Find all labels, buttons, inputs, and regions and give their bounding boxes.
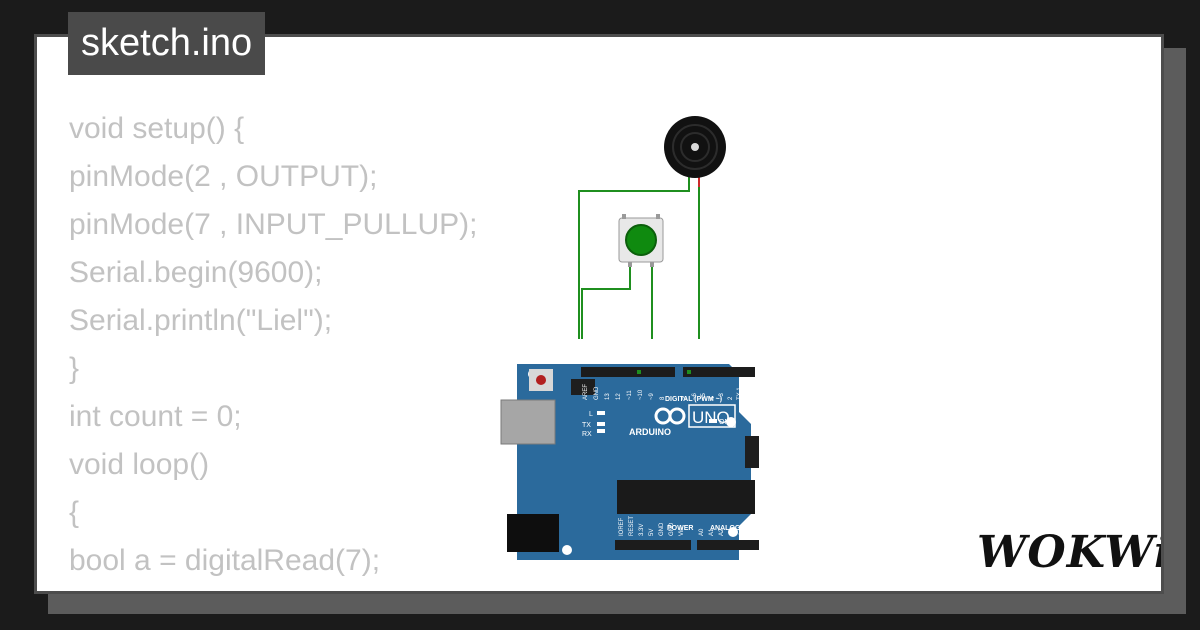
code-line: Serial.begin(9600); [69, 256, 323, 289]
pin-7 [637, 370, 641, 374]
analog-label: ANALOG IN [710, 525, 749, 532]
pushbutton[interactable] [618, 214, 664, 267]
power-pin-label: RESET [629, 516, 635, 536]
uno-label: UNO [692, 408, 730, 427]
power-jack [507, 514, 559, 552]
analog-pin-label: A4 [739, 528, 745, 536]
pin-label: ~10 [638, 389, 644, 400]
wires [578, 177, 700, 339]
code-line: pinMode(2 , OUTPUT); [69, 160, 378, 193]
power-label: POWER [667, 525, 693, 532]
usb-port [500, 399, 556, 445]
wire-button-gnd [581, 259, 631, 339]
power-pin-label: 3.3V [639, 524, 645, 536]
code-line: { [69, 496, 80, 529]
project-card: void setup() { pinMode(2 , OUTPUT); pinM… [34, 34, 1164, 594]
pin-label: RX 0 [746, 386, 752, 400]
pin-label: 12 [616, 393, 622, 400]
analog-pin-labels: A0 A1 A2 A3 A4 A5 [699, 528, 755, 536]
pin-2 [687, 370, 691, 374]
code-line: void setup() { [69, 112, 245, 145]
pushbutton-leg [628, 262, 632, 267]
led-tx [597, 422, 605, 426]
power-pin-labels: IOREF RESET 3.3V 5V GND GND Vin [619, 516, 685, 536]
wire-buzzer-gnd [578, 177, 690, 339]
tx-label: TX [582, 422, 591, 429]
pushbutton-leg [622, 214, 626, 219]
pin-label: ~11 [627, 390, 633, 400]
atmega-chip [617, 480, 755, 514]
code-line: void loop() [69, 448, 210, 481]
pin-label: 8 [660, 396, 666, 400]
reset-button-cap [536, 375, 546, 385]
pin-label: ~5 [701, 392, 707, 400]
pin-label: ~9 [649, 392, 655, 400]
power-pin-label: Vin [679, 527, 685, 536]
pushbutton-cap [625, 224, 657, 256]
code-preview: void setup() { pinMode(2 , OUTPUT); pinM… [69, 105, 478, 591]
buzzer-ring [672, 124, 718, 170]
analog-pin-label: A5 [749, 528, 755, 536]
code-line: if (a == 0) { [69, 585, 478, 591]
pin-label: ~6 [692, 392, 698, 400]
digital-header-left [581, 367, 675, 377]
analog-pin-label: A3 [729, 528, 735, 536]
analog-pin-label: A0 [699, 528, 705, 536]
digital-label: DIGITAL (PWM ~) [665, 396, 722, 403]
pin-label: TX 1 [737, 387, 743, 400]
pushbutton-leg [656, 214, 660, 219]
pin-label: AREF [583, 384, 589, 400]
l-label: L [589, 411, 593, 418]
code-line: int count = 0; [69, 400, 242, 433]
pin-label: GND [594, 386, 600, 400]
pin-label: ~3 [719, 392, 725, 400]
file-tab[interactable]: sketch.ino [68, 12, 266, 75]
pushbutton-leg [650, 262, 654, 267]
rx-label: RX [582, 431, 592, 438]
code-line: pinMode(7 , INPUT_PULLUP); [69, 208, 478, 241]
on-label: ON [719, 419, 730, 426]
analog-header [697, 540, 759, 550]
arduino-label: ARDUINO [629, 427, 671, 437]
wokwi-logo: WOKWi [977, 527, 1164, 578]
code-line: Serial.println("Liel"); [69, 304, 333, 337]
power-pin-label: IOREF [619, 517, 625, 536]
led-rx [597, 429, 605, 433]
led-l [597, 411, 605, 415]
pin-label: 2 [728, 396, 734, 400]
pin-label: 4 [710, 396, 716, 400]
power-pin-label: GND [659, 522, 665, 536]
icsp-header [571, 379, 595, 395]
pin-label: 7 [683, 396, 689, 400]
pin-label: 13 [605, 393, 611, 400]
arduino-board[interactable]: UNO ARDUINO DIGITAL (PWM ~) L TX RX ON P… [500, 364, 759, 560]
buzzer-ring-inner [680, 132, 710, 162]
icsp-header-2 [745, 436, 759, 468]
arduino-infinity-logo [668, 407, 686, 425]
buzzer[interactable] [664, 116, 726, 178]
mount-hole [726, 417, 736, 427]
power-header [615, 540, 691, 550]
buzzer-center [691, 143, 699, 151]
uno-label-box [688, 404, 736, 428]
code-line: bool a = digitalRead(7); [69, 544, 381, 577]
power-pin-label: 5V [649, 529, 655, 536]
analog-pin-label: A2 [719, 528, 725, 536]
led-on [709, 419, 717, 423]
digital-header-right [683, 367, 755, 377]
power-pin-label: GND [669, 522, 675, 536]
analog-pin-label: A1 [709, 528, 715, 536]
mount-hole [562, 545, 572, 555]
mount-hole [728, 527, 738, 537]
code-line: } [69, 352, 80, 385]
circuit-diagram: UNO ARDUINO DIGITAL (PWM ~) L TX RX ON P… [500, 116, 759, 560]
